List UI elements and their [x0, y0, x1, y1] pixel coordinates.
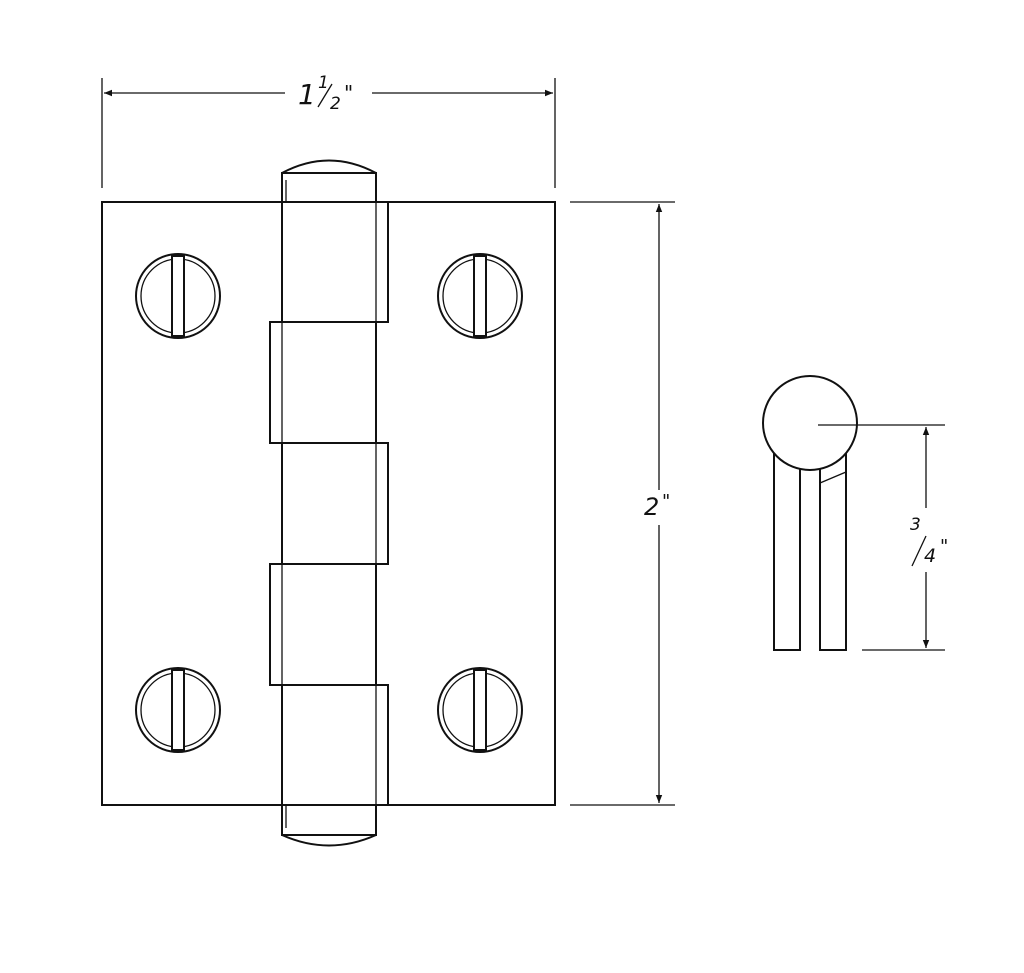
screw-bottom-right [437, 667, 523, 753]
width-dim-unit: " [344, 81, 353, 105]
knuckle-3 [281, 442, 389, 565]
height-dimension: 2 " [570, 201, 675, 806]
screw-bottom-left [135, 667, 221, 753]
width-dim-denominator: 2 [330, 94, 341, 114]
width-dimension: 1 1 2 " [101, 73, 556, 188]
left-leaf [101, 201, 283, 806]
depth-dim-denominator: 4 [924, 545, 936, 567]
barrel-top-cap [281, 159, 377, 174]
depth-dim-fraction-bar [911, 535, 927, 567]
right-leaf [375, 201, 556, 806]
height-dim-unit: " [662, 491, 670, 512]
width-dim-whole: 1 [298, 78, 316, 111]
barrel-bottom-cap [281, 834, 377, 847]
side-barrel [762, 375, 858, 471]
side-leaf-bevel [819, 471, 847, 484]
depth-dimension: 3 4 " [910, 427, 948, 648]
screw-top-right [437, 253, 523, 339]
depth-dim-unit: " [940, 536, 948, 557]
side-leaf-right [819, 449, 847, 651]
screw-top-left [135, 253, 221, 339]
height-dim-value: 2 [644, 493, 659, 521]
knuckle-1 [281, 201, 389, 323]
side-leaf-left [773, 449, 801, 651]
hinge-side-view [762, 375, 945, 651]
knuckle-2 [269, 321, 377, 444]
knuckle-5 [281, 684, 389, 806]
width-dim-numerator: 1 [318, 73, 329, 93]
depth-dim-numerator: 3 [910, 515, 921, 535]
knuckle-4 [269, 563, 377, 686]
hinge-front-view [101, 159, 556, 847]
width-dim-fraction-bar [317, 83, 333, 108]
